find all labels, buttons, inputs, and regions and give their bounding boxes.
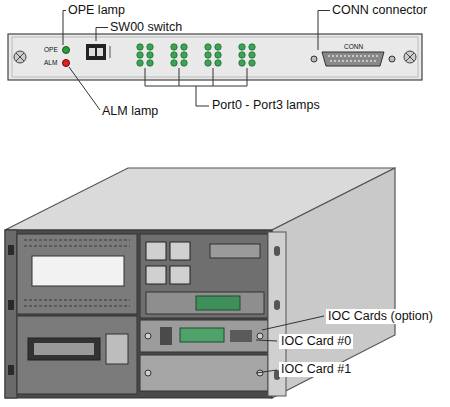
bracket-line [179, 68, 180, 86]
chassis-front [5, 230, 272, 398]
callout-label: IOC Cards (option) [326, 309, 435, 324]
bezel-hole [8, 300, 14, 310]
callout-label: IOC Card #1 [279, 362, 353, 377]
drive-slot [32, 256, 124, 286]
ear-hole [274, 246, 280, 256]
bracket-line [145, 68, 146, 86]
card-switch [160, 327, 172, 345]
port-lamp-group [239, 44, 255, 66]
leader-line [63, 11, 66, 46]
card-connector [230, 330, 252, 342]
ope-led [63, 47, 70, 54]
panel-marking: CONN [342, 43, 365, 51]
lower-left-module [17, 316, 137, 394]
sw00-switch-symbol [86, 44, 110, 60]
vent-slots [24, 240, 130, 306]
bezel-hole [8, 245, 14, 255]
module-connector [28, 338, 100, 360]
module-connector-face [34, 343, 94, 355]
chassis-left-bezel [5, 230, 17, 398]
panel-marking: OPE [42, 46, 60, 54]
port-lamp-group [137, 44, 153, 66]
panel-bevel [12, 37, 418, 77]
leader-lines [63, 11, 330, 111]
chassis-side [272, 168, 395, 398]
panel-screw [14, 51, 26, 63]
upper-left-module [17, 234, 137, 314]
panel-marking: ALM [42, 59, 59, 67]
card-screw [145, 370, 151, 376]
callout-label: Port0 - Port3 lamps [210, 98, 322, 113]
leader-line [196, 86, 209, 106]
leader-line [96, 28, 108, 42]
card-plate [146, 292, 264, 314]
chassis [5, 168, 395, 398]
port-lamp-group [205, 44, 221, 66]
callout-label: IOC Card #0 [279, 334, 353, 349]
callout-label: ALM lamp [100, 104, 160, 119]
panel-plate [8, 34, 422, 80]
module-latch [106, 334, 128, 364]
lan-port [170, 266, 190, 284]
upper-right-module [140, 234, 268, 318]
card-lamps [180, 328, 224, 342]
ear-hole [274, 300, 280, 310]
callout-label: CONN connector [330, 3, 429, 18]
card-screw [145, 333, 151, 339]
alm-led [63, 60, 70, 67]
leader-line [256, 340, 277, 341]
port-lamp-group [171, 44, 187, 66]
conn-connector-symbol [311, 52, 395, 66]
ioc-card-1 [140, 355, 268, 391]
lan-port [146, 242, 166, 260]
lamp-array [196, 296, 240, 310]
lan-port [146, 266, 166, 284]
callout-label: OPE lamp [66, 3, 127, 18]
ioc-card-0 [140, 320, 268, 352]
card-front-panel [8, 34, 422, 80]
leader-line [318, 11, 330, 51]
leader-line [69, 67, 100, 110]
bezel-hole [8, 365, 14, 375]
bracket-line [247, 68, 248, 86]
bracket-line [213, 68, 214, 86]
card-screw [257, 333, 263, 339]
panel-screw [404, 51, 416, 63]
lan-port [170, 242, 190, 260]
leader-line [262, 316, 324, 330]
port-block [210, 244, 260, 258]
leader-line [256, 370, 277, 373]
callout-label: SW00 switch [108, 20, 184, 35]
